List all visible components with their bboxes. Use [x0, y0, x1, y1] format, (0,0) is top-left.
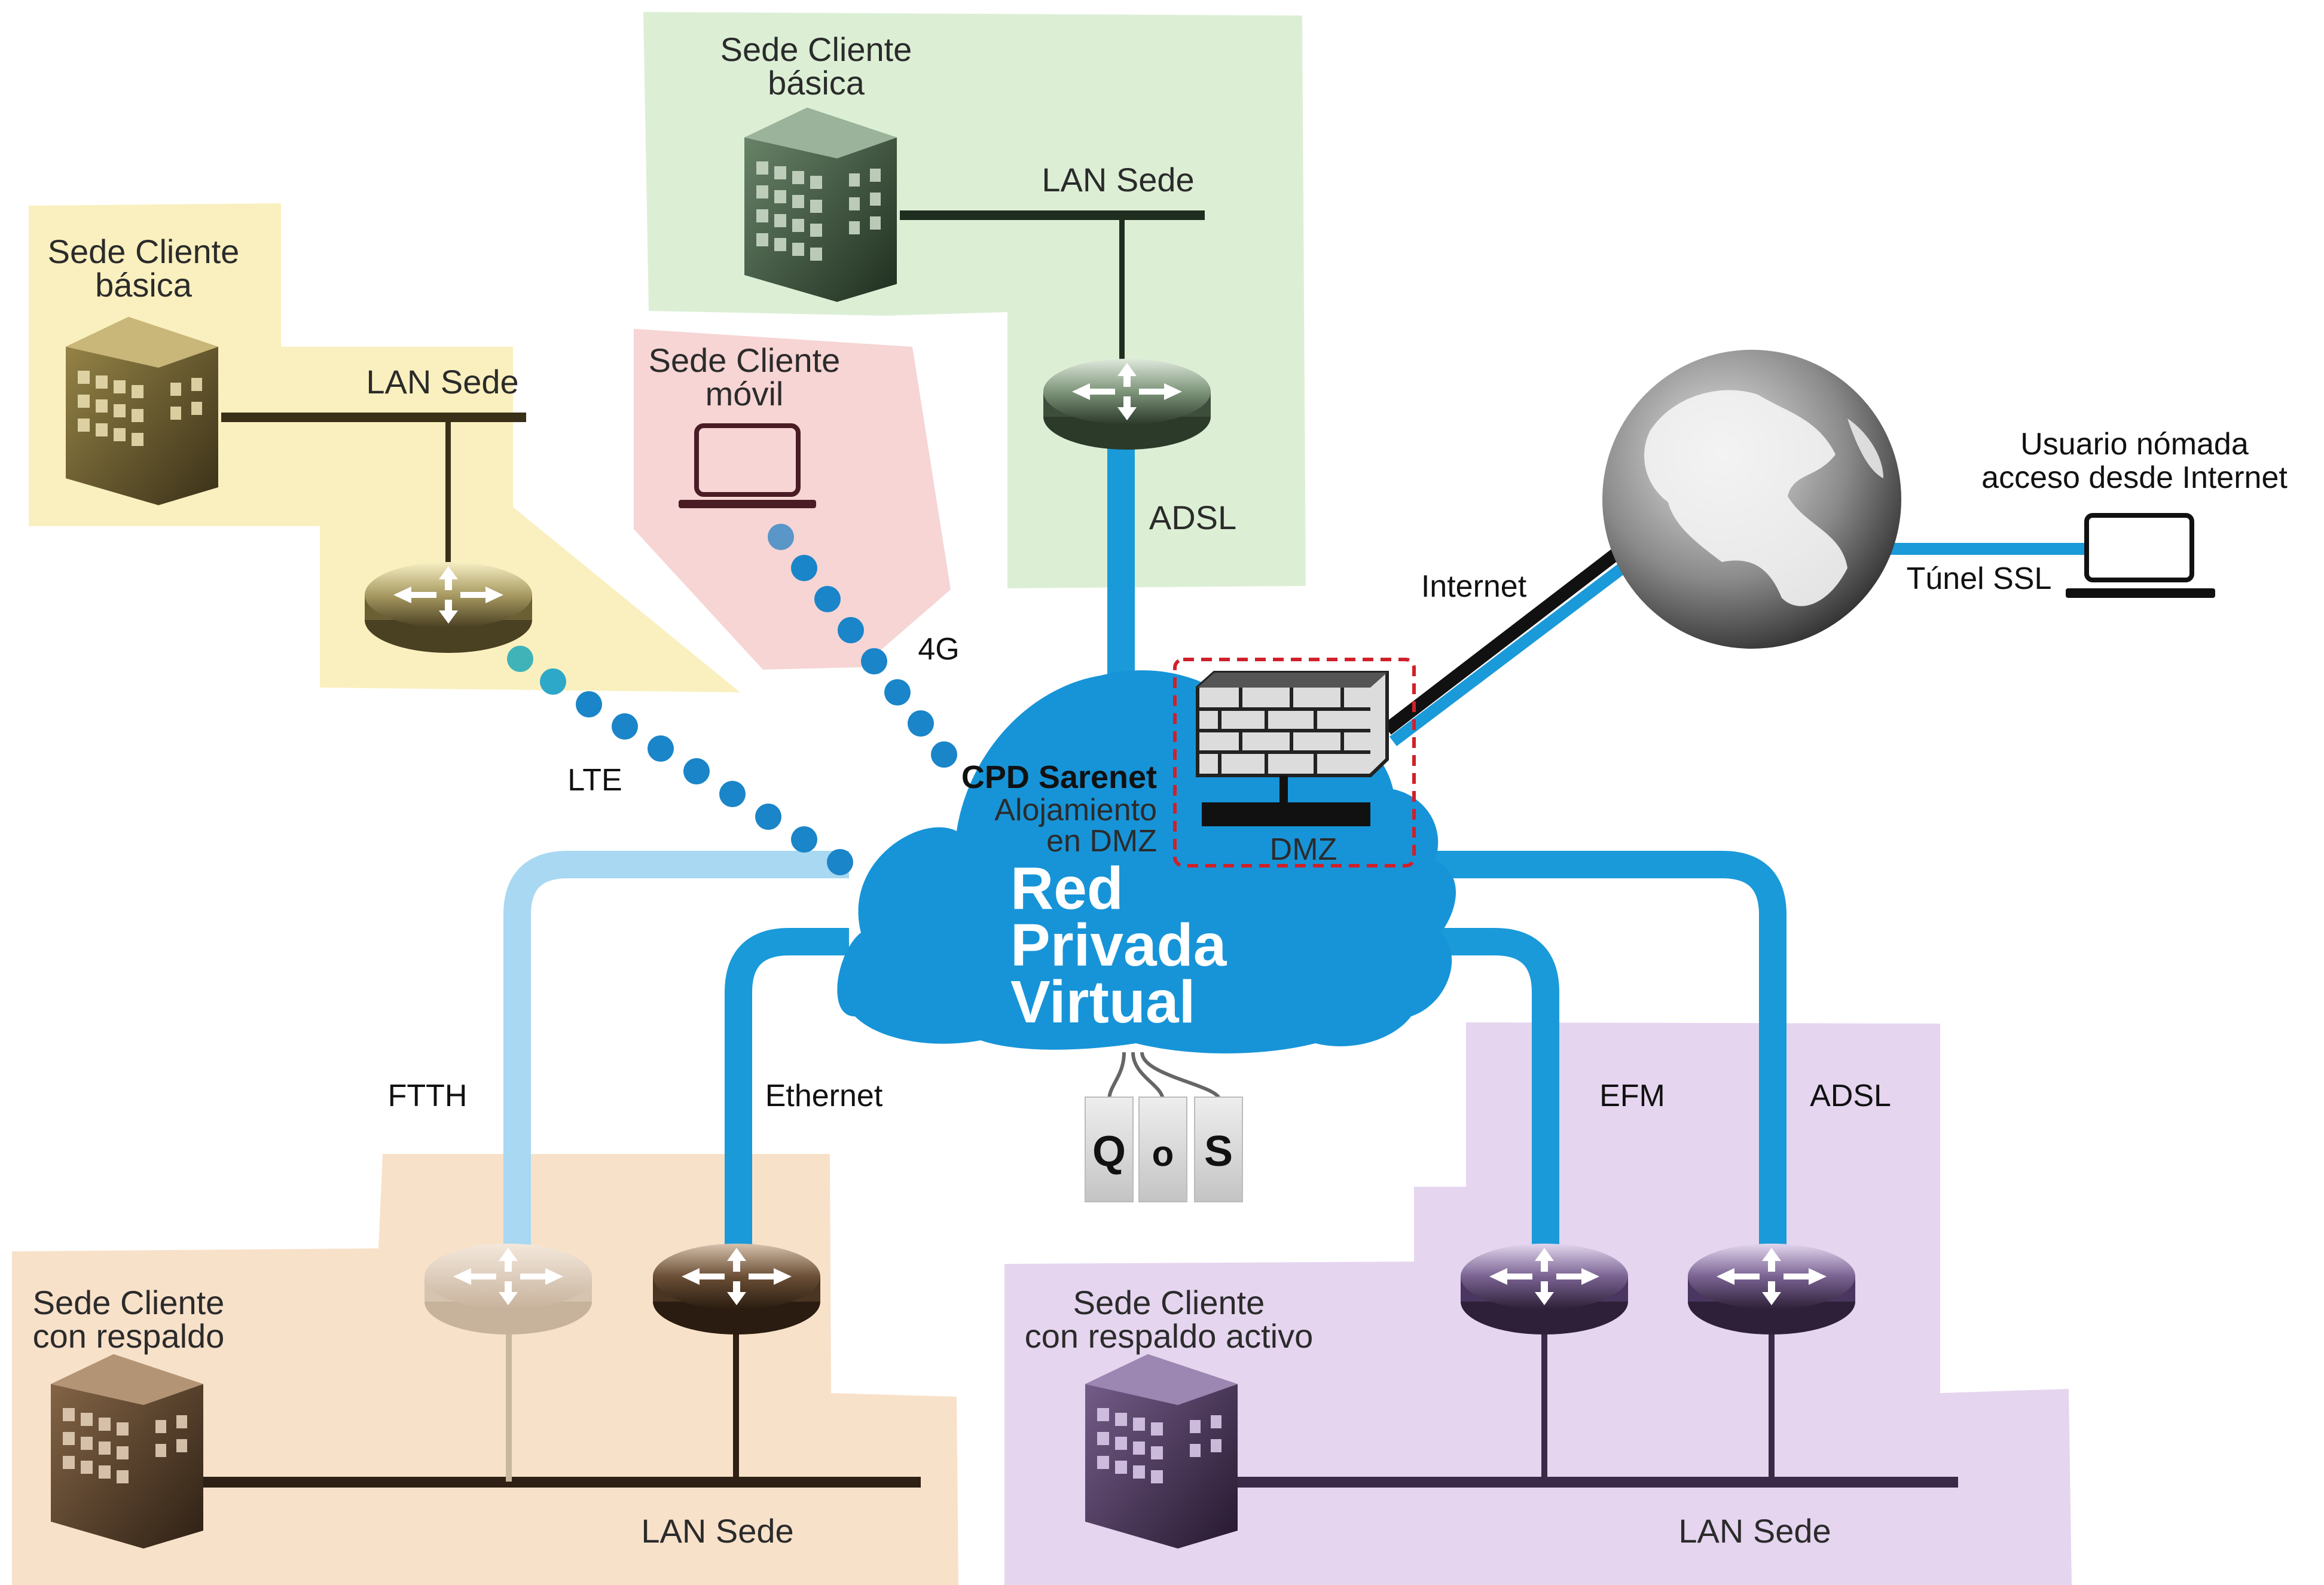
- building-icon-green: [744, 108, 897, 302]
- pink-title-line2: móvil: [706, 375, 784, 413]
- lan-purple: [1211, 1332, 1958, 1488]
- nomad-title-line1: Usuario nómada: [2020, 427, 2249, 462]
- pink-link-label: 4G: [918, 632, 959, 667]
- purple-title-line2: con respaldo activo: [1025, 1317, 1314, 1355]
- dmz-label: DMZ: [1270, 832, 1337, 867]
- qos-s: [1194, 1097, 1243, 1202]
- globe-icon: [1602, 350, 1901, 649]
- yellow-title-line1: Sede Cliente: [48, 233, 240, 270]
- svg-text:S: S: [1204, 1128, 1233, 1175]
- purple-link2-label: ADSL: [1810, 1079, 1891, 1113]
- orange-link2-label: Ethernet: [765, 1079, 883, 1113]
- router-icon-yellow: [365, 562, 532, 653]
- link-ethernet: [725, 928, 849, 1262]
- dmz-box: [1173, 658, 1416, 868]
- cpd-label: CPD Sarenet: [961, 759, 1157, 795]
- purple-title-line1: Sede Cliente: [1073, 1284, 1265, 1321]
- vpn-line1: Red: [1010, 855, 1123, 922]
- qos-q: [1085, 1097, 1134, 1202]
- router-icon-ethernet: [653, 1244, 820, 1334]
- router-icon-ftth: [425, 1244, 592, 1334]
- orange-link1-label: FTTH: [388, 1079, 468, 1113]
- yellow-title-line2: básica: [95, 266, 193, 304]
- green-lan-label: LAN Sede: [1042, 161, 1194, 198]
- zone-yellow: [29, 203, 740, 692]
- link-efm: [1435, 928, 1559, 1262]
- orange-lan-label: LAN Sede: [641, 1512, 793, 1550]
- green-title-line2: básica: [768, 64, 865, 102]
- hosting-line1: Alojamiento: [994, 793, 1157, 827]
- link-ftth: [503, 851, 849, 1262]
- svg-text:o: o: [1152, 1134, 1174, 1174]
- hosting-line2: en DMZ: [1046, 824, 1157, 859]
- yellow-lan-label: LAN Sede: [366, 363, 518, 401]
- qos-block: Q o S: [1085, 1052, 1243, 1202]
- qos-o: [1138, 1097, 1187, 1202]
- wireless-4g-dots: [768, 524, 957, 768]
- router-icon-efm: [1461, 1244, 1628, 1334]
- yellow-link-label: LTE: [567, 763, 622, 798]
- link-internet: [1383, 543, 1627, 735]
- green-link-label: ADSL: [1149, 499, 1236, 536]
- vpn-line3: Virtual: [1010, 969, 1195, 1036]
- svg-text:Q: Q: [1092, 1128, 1126, 1175]
- lan-yellow: [221, 413, 526, 573]
- router-icon-green: [1043, 359, 1211, 450]
- internet-label: Internet: [1421, 569, 1527, 604]
- link-adsl-purple: [1393, 851, 1786, 1262]
- building-icon-orange: [51, 1354, 203, 1549]
- zone-pink: [634, 329, 951, 670]
- orange-title-line2: con respaldo: [33, 1317, 225, 1355]
- purple-lan-label: LAN Sede: [1678, 1512, 1831, 1550]
- nomad-title-line2: acceso desde Internet: [1981, 460, 2288, 495]
- building-icon-yellow: [66, 317, 218, 505]
- vpn-line2: Privada: [1010, 912, 1227, 979]
- laptop-icon-mobile: [679, 423, 816, 508]
- pink-title-line1: Sede Cliente: [649, 341, 841, 379]
- wireless-lte-dots: [507, 646, 853, 875]
- lan-orange: [197, 1332, 921, 1488]
- building-icon-purple: [1085, 1354, 1238, 1549]
- laptop-icon-nomad: [2066, 513, 2215, 598]
- router-icon-adsl-purple: [1688, 1244, 1855, 1334]
- lan-green: [900, 210, 1205, 371]
- ssl-tunnel-label: Túnel SSL: [1907, 561, 2052, 596]
- orange-title-line1: Sede Cliente: [33, 1284, 225, 1321]
- green-title-line1: Sede Cliente: [720, 30, 912, 68]
- purple-link1-label: EFM: [1599, 1079, 1665, 1113]
- firewall-icon: [1196, 671, 1389, 826]
